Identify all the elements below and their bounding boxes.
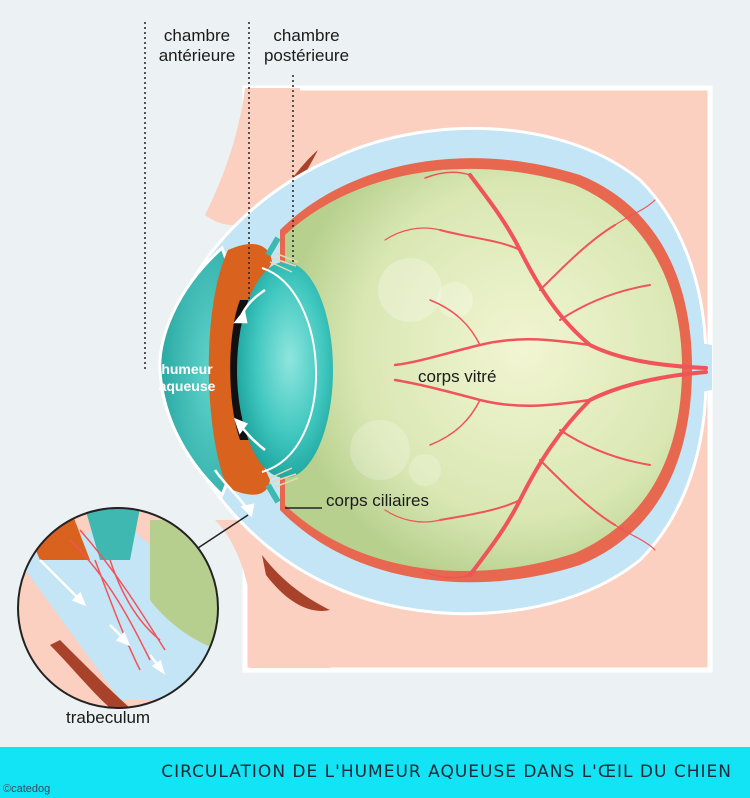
trabeculum-label: trabeculum — [66, 708, 151, 727]
vitreous-highlight — [409, 454, 441, 486]
aqueous-humor-label-line-1: humeur — [161, 361, 213, 377]
ciliary-body-upper — [265, 236, 299, 273]
trabeculum-zoom — [18, 508, 218, 708]
anterior-chamber-label: chambre antérieure — [152, 26, 242, 66]
ciliary-body-label: corps ciliaires — [326, 491, 429, 510]
posterior-chamber-label-line-2: postérieure — [263, 46, 350, 65]
flow-arrows — [213, 288, 266, 518]
zoom-connector — [197, 514, 249, 549]
copyright-text: ©catedog — [3, 783, 51, 795]
aqueous-humor-label: humeur aqueuse — [152, 361, 222, 395]
vitreous-highlight — [350, 420, 410, 480]
posterior-chamber-label: chambre postérieure — [254, 26, 359, 66]
lens-edge — [261, 267, 317, 473]
lens — [237, 262, 333, 478]
iris — [208, 243, 272, 495]
vitreous-highlight — [378, 258, 442, 322]
vitreous-body-label: corps vitré — [418, 367, 497, 386]
banner-title: CIRCULATION DE L'HUMEUR AQUEUSE DANS L'Œ… — [161, 762, 732, 782]
lower-eyelid — [215, 520, 330, 668]
retinal-vessels — [384, 171, 708, 579]
anterior-chamber-label-line-2: antérieure — [158, 46, 236, 65]
posterior-chamber-label-line-1: chambre — [273, 26, 340, 45]
lower-eyelid-edge — [262, 555, 330, 611]
vitreous-highlight — [437, 282, 473, 318]
vitreous-body — [285, 168, 682, 572]
anterior-chamber-label-line-1: chambre — [163, 26, 231, 45]
trabeculum-zoom-border — [17, 507, 219, 709]
aqueous-humor-label-line-2: aqueuse — [158, 378, 216, 394]
ciliary-body-lower — [265, 467, 299, 504]
title-banner: CIRCULATION DE L'HUMEUR AQUEUSE DANS L'Œ… — [0, 747, 750, 798]
